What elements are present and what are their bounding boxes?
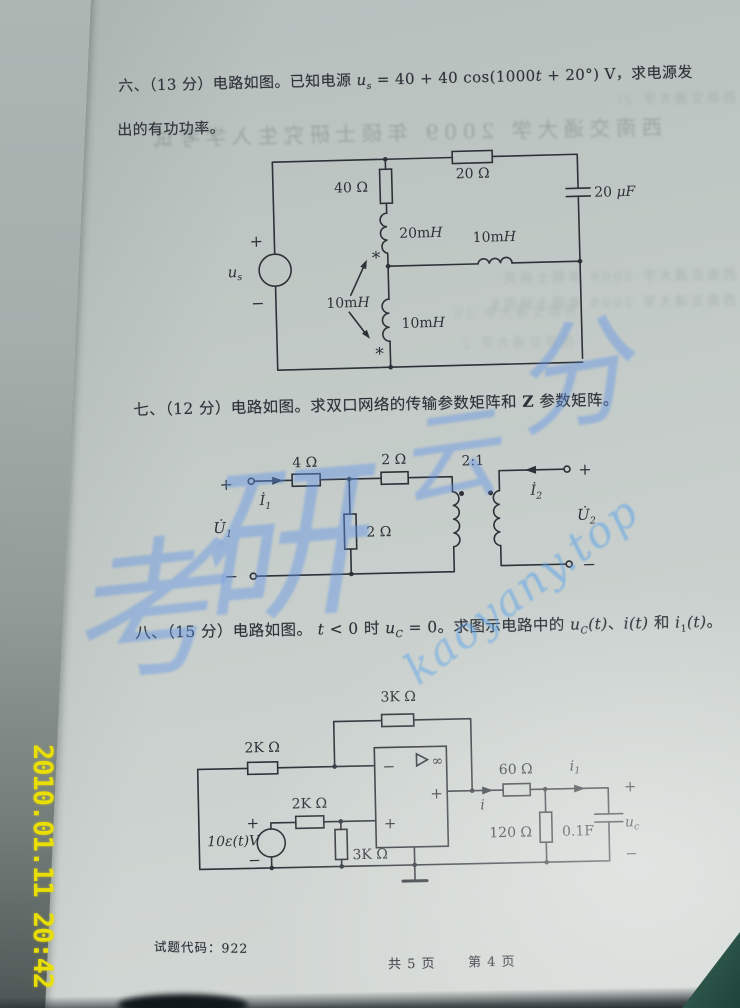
resistor-120ohm <box>538 811 554 844</box>
coupling-star-upper: * <box>372 248 382 268</box>
label-10mh-mid: 10mH <box>472 229 516 246</box>
label-i2: İ2 <box>529 481 542 502</box>
label-3k-feedback: 3K Ω <box>380 689 416 706</box>
resistor-3k-shunt <box>334 828 349 861</box>
desk-shadow-bottom <box>0 986 727 1008</box>
circuit-8-figure: 3K Ω 2K Ω 2K Ω 3K Ω 60 Ω 120 Ω 0.1F 10ε(… <box>196 689 640 883</box>
opamp-triangle-icon <box>415 752 430 768</box>
label-20ohm: 20 Ω <box>456 166 490 183</box>
problem-6-line1: 六、（13 分）电路如图。已知电源 us = 40 + 40 cos(1000t… <box>118 61 693 98</box>
arrowhead-icon <box>360 259 367 270</box>
node-dot <box>469 788 475 793</box>
resistor-2k-top <box>246 760 279 776</box>
current-arrow-i1-icon <box>574 784 586 793</box>
p8-var-u: u <box>384 619 396 638</box>
step-source <box>256 828 287 858</box>
label-current-i: i <box>480 797 485 813</box>
port2-terminal-top <box>563 465 571 473</box>
resistor-20ohm <box>451 149 494 165</box>
circuit-8-labels: 3K Ω 2K Ω 2K Ω 3K Ω 60 Ω 120 Ω 0.1F 10ε(… <box>207 689 640 870</box>
page-count-current: 第 4 页 <box>467 954 516 971</box>
label-2k-mid: 2K Ω <box>292 796 328 813</box>
label-uc: uc <box>625 814 640 832</box>
label-40ohm: 40 Ω <box>334 180 368 197</box>
label-20uf: 20 μF <box>594 184 637 201</box>
node-dot <box>544 859 550 865</box>
label-current-i1: i1 <box>570 758 581 776</box>
opamp-output-plus-sign: + <box>430 784 443 802</box>
mutual-arrow-lower <box>348 311 367 335</box>
coupling-star-lower: * <box>375 344 385 364</box>
exam-code: 试题代码：922 <box>153 939 249 956</box>
circuit-8-nodes <box>269 764 586 871</box>
cap-plus-sign: + <box>624 777 637 795</box>
node-dot <box>542 786 548 792</box>
p8-paren-t: (t) <box>686 613 707 632</box>
p8-text: 、 <box>607 614 624 633</box>
port2-plus-sign: + <box>578 460 592 479</box>
resistor-60ohm <box>502 782 532 797</box>
p8-text: 。 <box>706 612 723 632</box>
camera-timestamp: 2010.01.11 20:42 <box>27 744 58 989</box>
node-dot <box>338 819 344 824</box>
ground-icon <box>401 879 429 883</box>
inductor-10mh-lower <box>381 298 391 343</box>
p8-paren-t: (t) <box>628 614 649 633</box>
opamp-noninverting-input-sign: + <box>384 814 397 832</box>
node-dot <box>339 864 345 869</box>
watermark-char-4: 分 <box>500 298 642 456</box>
source-minus-sign: − <box>251 293 265 312</box>
label-120ohm: 120 Ω <box>489 824 532 841</box>
page-count-total: 共 5 页 <box>387 956 436 973</box>
source-minus-sign: − <box>248 851 261 869</box>
label-us: us <box>227 263 242 283</box>
resistor-3k-feedback <box>380 713 415 728</box>
label-10mh-mutual: 10mH <box>326 295 370 312</box>
voltage-source <box>258 253 292 287</box>
ghost-line: 西南交通大学 2009 年硕士研究生入学考试 <box>617 90 737 106</box>
opamp-infinity-sign: ∞ <box>431 753 443 769</box>
desk-shadow-blob <box>118 994 248 1008</box>
p6-formula: = 40 + 40 cos(1000 <box>371 66 536 89</box>
label-10mh-lower: 10mH <box>401 315 445 332</box>
capacitor-01f <box>593 812 624 823</box>
label-60ohm: 60 Ω <box>499 761 533 778</box>
node-dot <box>388 364 394 370</box>
opamp-inverting-input-sign: − <box>382 757 395 775</box>
label-source-value: 10ε(t)V <box>207 833 261 850</box>
watermark-char-2: 研 <box>183 441 369 651</box>
current-arrow-i-icon <box>482 786 494 795</box>
resistor-2k-mid <box>294 814 325 830</box>
inductor-10mh-mid <box>477 256 513 265</box>
current-arrow-i2-icon <box>525 465 537 474</box>
node-dot <box>382 156 388 162</box>
capacitor-20uf <box>565 187 592 198</box>
label-2k-top: 2K Ω <box>244 740 280 757</box>
node-dot <box>269 865 275 871</box>
source-plus-sign: + <box>246 814 259 832</box>
p8-text: 和 <box>648 613 676 633</box>
resistor-40ohm <box>378 168 394 205</box>
source-plus-sign: + <box>249 231 263 250</box>
node-dot <box>385 263 391 269</box>
mutual-arrow-upper <box>350 265 365 297</box>
p8-paren-t: (t) <box>588 614 608 634</box>
problem-6-line2: 出的有功功率。 <box>117 118 226 139</box>
cap-minus-sign: − <box>625 844 638 862</box>
p8-var-u: u <box>569 615 581 634</box>
node-dot <box>332 764 337 769</box>
node-dot <box>577 258 583 264</box>
node-dot <box>412 862 418 868</box>
p6-text-tail: + 20°) V，求电源发 <box>541 62 693 85</box>
inductor-20mh <box>379 212 389 255</box>
p6-text: 六、（13 分）电路如图。已知电源 <box>118 71 357 95</box>
label-3k-shunt: 3K Ω <box>352 846 388 863</box>
label-01f: 0.1F <box>562 823 595 840</box>
watermark-char-3: 云 <box>390 392 506 523</box>
label-20mh: 20mH <box>399 225 443 242</box>
label-2ohm-shunt: 2 Ω <box>366 524 391 541</box>
